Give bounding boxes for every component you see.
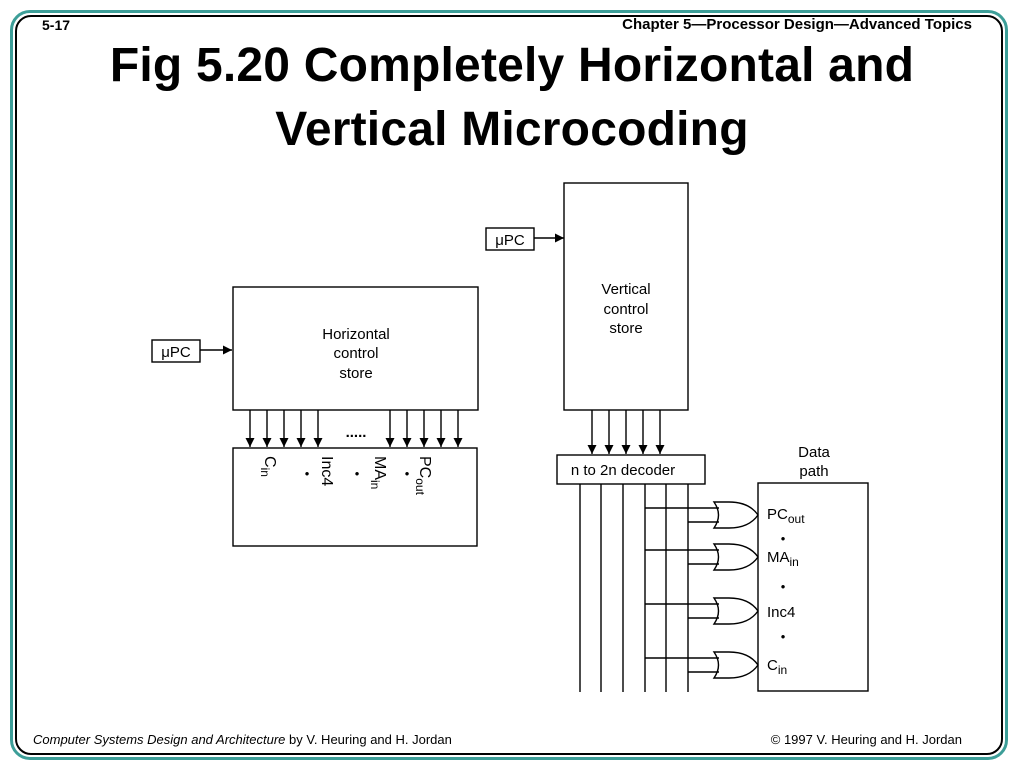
or-gate-inc4 [645, 597, 759, 625]
datapath-label-1: Data [798, 444, 830, 461]
datapath-signal-c-in: Cin [767, 657, 787, 677]
datapath-signal-pc-out: PCout [767, 506, 805, 526]
upc-label-horizontal: μPC [161, 344, 191, 361]
decoder-label: n to 2n decoder [571, 462, 675, 479]
or-gate-c-in [645, 651, 759, 679]
or-gate-pc-out [645, 501, 759, 529]
upc-box-vertical [485, 227, 535, 251]
signal-inc4-rotated: Inc4 [318, 456, 335, 486]
footer-authors: by V. Heuring and H. Jordan [285, 732, 452, 747]
footer-book-title: Computer Systems Design and Architecture [33, 732, 286, 747]
page-title-line-2: Vertical Microcoding [275, 103, 749, 156]
datapath-dot: • [781, 579, 786, 594]
horizontal-store-label-3: store [339, 365, 372, 382]
vertical-store-label-1: Vertical [601, 281, 650, 298]
upc-label-vertical: μPC [495, 232, 525, 249]
horizontal-store-label-2: control [333, 345, 378, 362]
vertical-store-label-3: store [609, 320, 642, 337]
footer-copyright: © 1997 V. Heuring and H. Jordan [770, 732, 962, 747]
datapath-signal-ma-in: MAin [767, 549, 799, 569]
vertical-store-label-2: control [603, 301, 648, 318]
datapath-label-2: path [799, 463, 828, 480]
datapath-dot: • [781, 531, 786, 546]
signal-dot: • [405, 466, 410, 481]
or-gate-ma-in [645, 543, 759, 571]
page-title-line-1: Fig 5.20 Completely Horizontal and [109, 39, 915, 92]
signal-pc-out-rotated: PCout [413, 456, 433, 496]
upc-box-horizontal [151, 339, 201, 363]
footer-book-credit: Computer Systems Design and Architecture… [33, 732, 452, 747]
signal-c-in-rotated: Cin [258, 456, 278, 477]
horizontal-signal-register [232, 447, 478, 547]
datapath-signal-inc4: Inc4 [767, 604, 795, 621]
datapath-dot: • [781, 629, 786, 644]
arrow-ellipsis: ..... [346, 424, 367, 441]
slide-outer-frame [10, 10, 1008, 760]
chapter-title: Chapter 5—Processor Design—Advanced Topi… [622, 16, 972, 33]
datapath-box [757, 482, 869, 692]
signal-dot: • [355, 466, 360, 481]
signal-dot: • [305, 466, 310, 481]
horizontal-control-store-box [232, 286, 479, 411]
slide-number: 5-17 [42, 17, 71, 33]
signal-ma-in-rotated: MAin [368, 456, 388, 489]
horizontal-store-label-1: Horizontal [322, 326, 390, 343]
slide-inner-frame [15, 15, 1003, 755]
decoder-box [556, 454, 706, 485]
